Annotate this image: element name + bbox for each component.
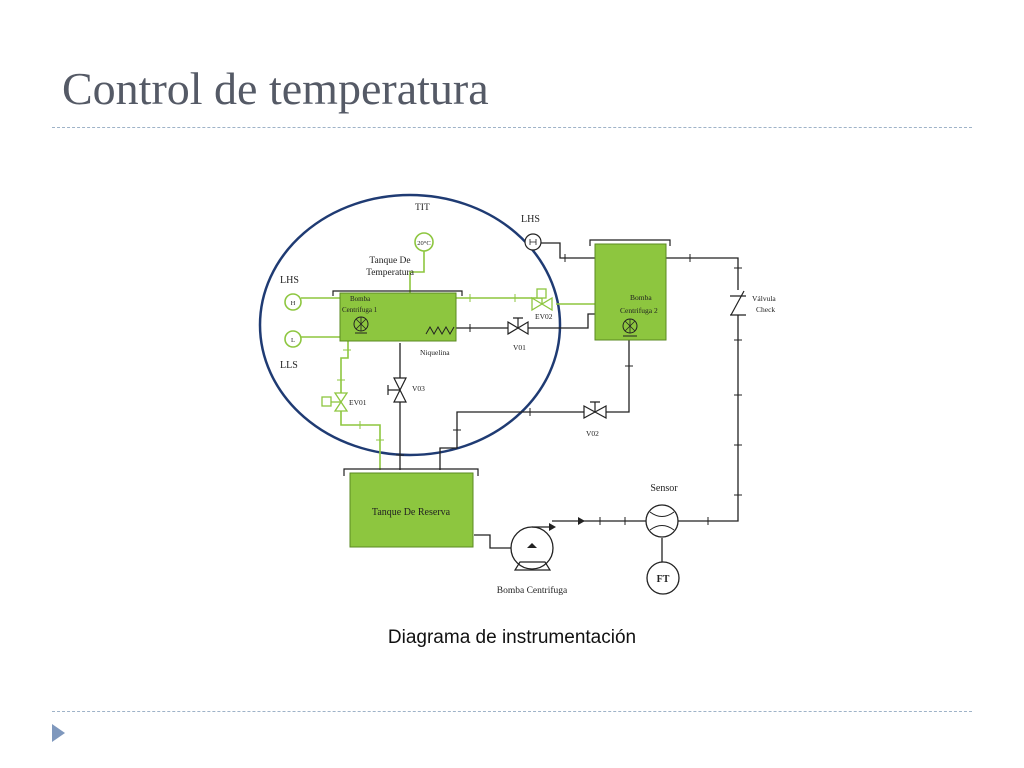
reserve-tank-label: Tanque De Reserva <box>372 507 451 518</box>
temperature-tank-label-line2: Temperatura <box>366 268 415 278</box>
footer-divider <box>52 711 972 712</box>
tit-gauge-icon <box>414 232 434 252</box>
lhs-right-symbol-icon <box>529 239 537 245</box>
v01-valve-icon <box>507 317 529 336</box>
flow-sensor-icon <box>645 504 679 538</box>
lls-left-symbol: L <box>291 337 295 344</box>
lhs-left-label: LHS <box>280 275 299 286</box>
v02-label: V02 <box>586 429 599 438</box>
pipe-ticks <box>396 254 742 525</box>
ft-transmitter-icon <box>646 561 680 595</box>
heater-coil-icon <box>425 325 455 336</box>
ft-label: FT <box>657 574 670 585</box>
heater-label: Niquelina <box>420 348 450 357</box>
lls-left-switch-icon <box>284 330 302 348</box>
ev01-label: EV01 <box>349 398 367 407</box>
pump1-label-line1: Bomba <box>350 295 371 303</box>
lhs-left-switch-icon <box>284 293 302 311</box>
lhs-right-label: LHS <box>521 214 540 225</box>
process-pipes <box>399 242 739 562</box>
tit-reading: 20°C <box>417 240 430 247</box>
main-pump-icon <box>510 523 556 571</box>
v03-valve-icon <box>387 377 407 403</box>
pump2-icon <box>622 318 638 337</box>
temperature-tank-label-line1: Tanque De <box>369 256 410 266</box>
pump2-tank <box>589 239 671 341</box>
check-valve-label-line2: Check <box>756 305 775 314</box>
main-pump-label: Bomba Centrifuga <box>497 585 568 596</box>
check-valve-icon <box>730 290 746 316</box>
ev02-valve-icon <box>531 288 553 312</box>
tit-label: TIT <box>415 203 430 213</box>
pump1-label-line2: Centrifuga 1 <box>342 306 378 314</box>
check-valve-label-line1: Válvula <box>752 294 776 303</box>
v02-valve-icon <box>583 401 607 420</box>
lhs-left-symbol: H <box>291 300 296 307</box>
pump1-icon <box>353 316 369 334</box>
v03-label: V03 <box>412 384 425 393</box>
v01-label: V01 <box>513 343 526 352</box>
flow-arrow-icon <box>578 517 585 525</box>
next-slide-arrow-icon[interactable] <box>52 724 65 742</box>
sensor-label: Sensor <box>650 483 678 494</box>
ev02-label: EV02 <box>535 312 553 321</box>
reserve-tank <box>343 468 479 548</box>
slide-title: Control de temperatura <box>62 63 489 114</box>
diagram-caption: Diagrama de instrumentación <box>387 627 637 648</box>
title-divider <box>52 127 972 128</box>
lls-left-label: LLS <box>280 360 298 371</box>
pump2-label-line1: Bomba <box>630 293 652 302</box>
ev01-valve-icon <box>321 392 349 412</box>
signal-ticks <box>337 294 516 441</box>
control-loop-boundary <box>258 193 562 457</box>
pump2-label-line2: Centrifuga 2 <box>620 306 658 315</box>
